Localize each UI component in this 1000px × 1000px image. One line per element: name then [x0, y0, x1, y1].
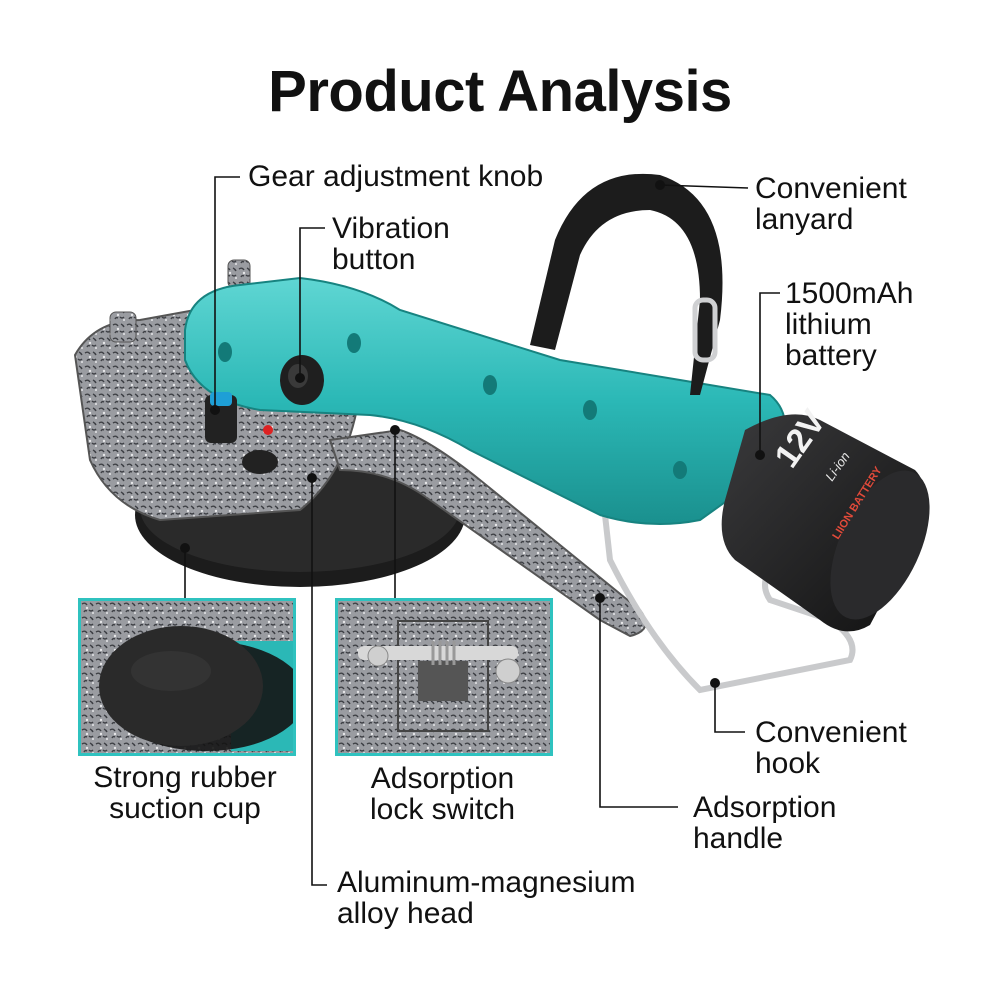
label-vibration-button: Vibration button: [332, 212, 450, 276]
label-gear-adjustment-knob: Gear adjustment knob: [248, 160, 544, 193]
label-convenient-lanyard: Convenient lanyard: [755, 172, 907, 236]
lock-switch-inset: [335, 598, 553, 756]
lanyard-strap: [530, 173, 723, 395]
lock-switch-detail-image: [338, 601, 550, 753]
suction-cup-inset: [78, 598, 296, 756]
label-lock-switch: Adsorption lock switch: [369, 762, 516, 826]
adsorption-handle-lever: [328, 428, 647, 638]
label-convenient-hook: Convenient hook: [755, 716, 907, 780]
leader-lines: [184, 176, 780, 886]
label-battery: 1500mAh lithium battery: [785, 277, 914, 372]
label-adsorption-handle: Adsorption handle: [693, 791, 837, 855]
label-alloy-head: Aluminum-magnesium alloy head: [337, 866, 636, 930]
label-suction-cup: Strong rubber suction cup: [93, 761, 277, 825]
battery-pack: 12V Li-ion LIION BATTERY: [721, 403, 930, 632]
suction-cup-detail-image: [81, 601, 293, 753]
page-title: Product Analysis: [268, 59, 732, 124]
hook-wire: [602, 512, 856, 694]
